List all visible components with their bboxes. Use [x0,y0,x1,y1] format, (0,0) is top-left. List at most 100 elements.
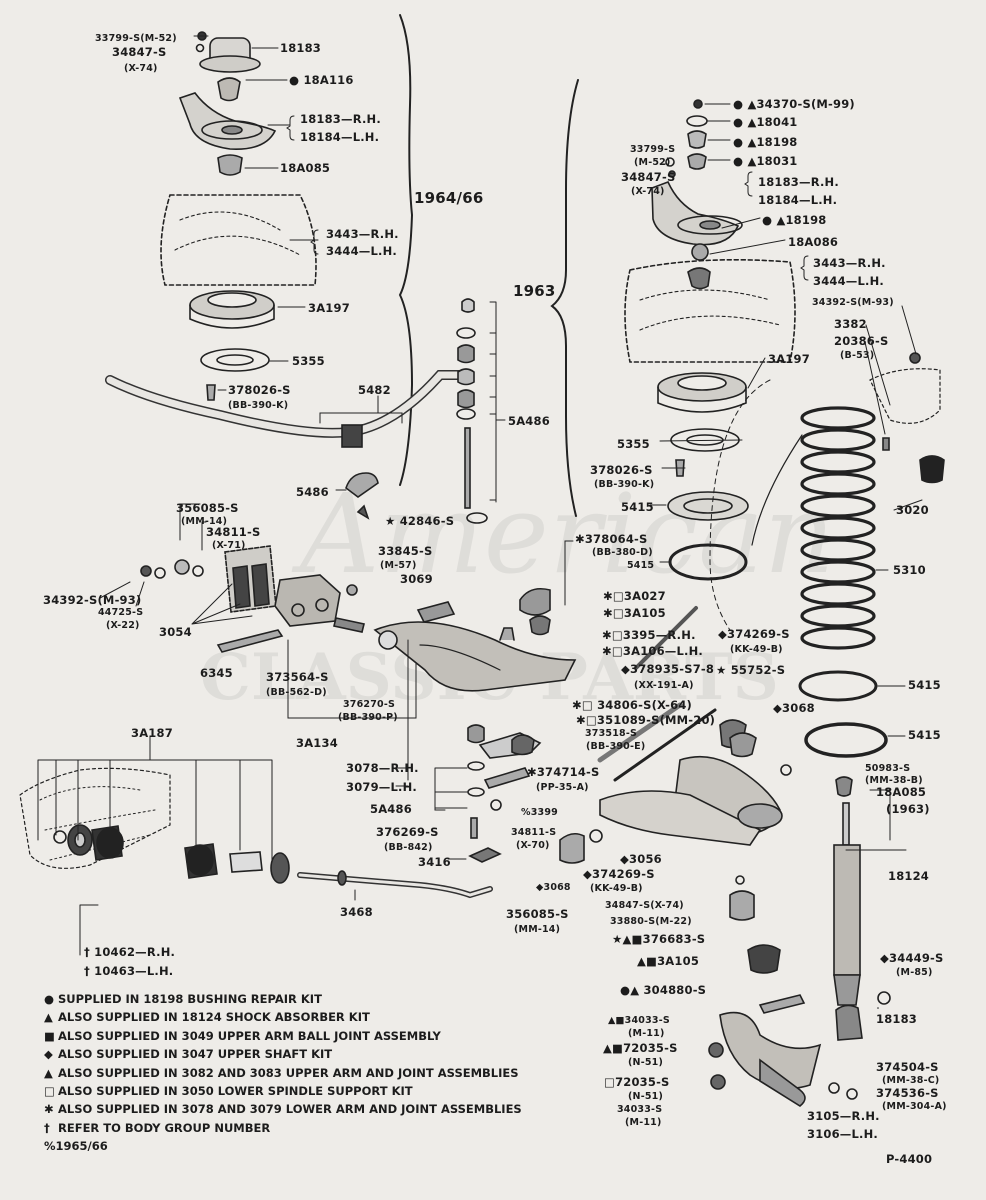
legend-text: ALSO SUPPLIED IN 3078 AND 3079 LOWER ARM… [58,1102,522,1117]
part-label: (KK-49-B) [590,883,643,894]
part-label: ★ 42846-S [385,514,455,528]
legend-text: ALSO SUPPLIED IN 18124 SHOCK ABSORBER KI… [58,1010,370,1025]
legend-text: ALSO SUPPLIED IN 3082 AND 3083 UPPER ARM… [58,1065,519,1080]
strut-mount-group [99,503,456,719]
part-label: 5355 [617,437,650,451]
part-label: 33799-S [630,144,676,155]
part-label: ● ▲18198 [762,213,827,227]
legend-row: ◆ALSO SUPPLIED IN 3047 UPPER SHAFT KIT [44,1045,522,1063]
part-label: 3A197 [308,301,350,315]
legend-row: †REFER TO BODY GROUP NUMBER [44,1119,522,1137]
part-label: ✱□3A105 [603,606,666,620]
part-label: 34847-S [621,170,676,184]
part-label: (X-71) [212,540,246,551]
part-label: (M-52) [634,157,671,168]
part-label: 3A187 [131,726,173,740]
part-label: 18183—R.H. [758,175,839,189]
part-label: 373518-S [585,728,638,739]
legend-text: ALSO SUPPLIED IN 3047 UPPER SHAFT KIT [58,1047,333,1062]
part-label: (MM-14) [181,516,228,527]
part-label: 5482 [358,383,391,397]
part-label: 34811-S [206,525,261,539]
legend-symbol: ■ [44,1028,55,1043]
legend-text: ALSO SUPPLIED IN 3049 UPPER ARM BALL JOI… [58,1028,441,1043]
part-label: 34811-S [511,827,557,838]
part-label: ◆3056 [620,852,662,866]
part-label: (BB-562-D) [266,687,327,698]
part-label: 5415 [908,678,941,692]
legend-row: ▲ ALSO SUPPLIED IN 3082 AND 3083 UPPER AR… [44,1064,522,1082]
part-label: ▲■3A105 [637,954,700,968]
part-label: 33880-S(M-22) [610,916,692,927]
part-label: (N-51) [628,1091,663,1102]
part-label: 5355 [292,354,325,368]
leader-lines-1964 [193,35,319,391]
part-label: (M-11) [625,1117,662,1128]
part-label: 356085-S [176,501,239,515]
bracket-label-1964-66: 1964/66 [414,189,484,207]
part-label: (MM-304-A) [882,1101,947,1112]
part-label: (X-74) [124,63,158,74]
legend-symbol: ▲ [44,1065,53,1080]
part-label: 356085-S [506,907,569,921]
part-label: ◆374269-S [718,627,790,641]
part-label: 373564-S [266,670,329,684]
legend-symbol: ▲ [44,1010,53,1025]
part-label: 3444—L.H. [813,274,884,288]
part-label: † 10462—R.H. [84,945,176,959]
part-label: 3416 [418,855,451,869]
part-label: 3468 [340,905,373,919]
part-label: 18184—L.H. [300,130,380,144]
part-label: ✱□351089-S(MM-20) [576,713,716,727]
stabilizer-bar [105,370,470,448]
part-label: 44725-S [98,607,144,618]
part-label: ● ▲34370-S(M-99) [733,97,855,111]
part-label: 18A086 [788,235,839,249]
legend-row: %1965/66 [44,1137,522,1155]
page-number: P-4400 [886,1152,933,1166]
part-label: (X-70) [516,840,550,851]
part-label: 18A085 [876,785,927,799]
legend-symbol: □ [44,1084,55,1099]
legend-row: ■ALSO SUPPLIED IN 3049 UPPER ARM BALL JO… [44,1027,522,1045]
part-label: ◆3068 [773,701,815,715]
part-label: 3106—L.H. [807,1127,878,1141]
part-label: 18183 [876,1012,918,1026]
part-label: ● 18A116 [289,73,354,87]
part-label: ★▲■376683-S [612,932,706,946]
strut-rod [297,870,493,901]
part-label: 3A197 [768,352,810,366]
part-label: ✱□3395—R.H. [602,628,696,642]
lower-control-arm [373,621,577,787]
part-label: 5415 [627,560,655,571]
part-label: ◆3068 [536,882,571,893]
part-label: (B-53) [840,350,875,361]
frame-bushing-group [19,735,290,956]
part-label: 3069 [400,572,433,586]
part-label: 3382 [834,317,867,331]
part-label: (KK-49-B) [730,644,783,655]
upper-mount-1964 [160,31,317,401]
legend-text: REFER TO BODY GROUP NUMBER [58,1120,271,1135]
part-label: 3A134 [296,736,338,750]
legend-row: ✱ALSO SUPPLIED IN 3078 AND 3079 LOWER AR… [44,1100,522,1118]
part-label: ● ▲18031 [733,154,798,168]
part-label: 18183—R.H. [300,112,381,126]
part-label: 5486 [296,485,329,499]
part-label: ●▲ 304880-S [620,983,707,997]
part-label: 3054 [159,625,192,639]
part-label: (1963) [886,802,930,816]
part-label: 34392-S(M-93) [812,297,894,308]
part-label: 3079—L.H. [346,780,417,794]
part-label: (MM-14) [514,924,561,935]
part-label: ◆34449-S [880,951,944,965]
legend: ●SUPPLIED IN 18198 BUSHING REPAIR KIT▲AL… [44,990,522,1156]
part-label: ▲■34033-S [608,1015,670,1026]
part-label: □72035-S [604,1075,670,1089]
part-label: (X-22) [106,620,140,631]
part-label: 374536-S [876,1086,939,1100]
legend-text: SUPPLIED IN 18198 BUSHING REPAIR KIT [58,992,322,1006]
part-label: 50983-S [865,763,911,774]
part-label: 3105—R.H. [807,1109,880,1123]
